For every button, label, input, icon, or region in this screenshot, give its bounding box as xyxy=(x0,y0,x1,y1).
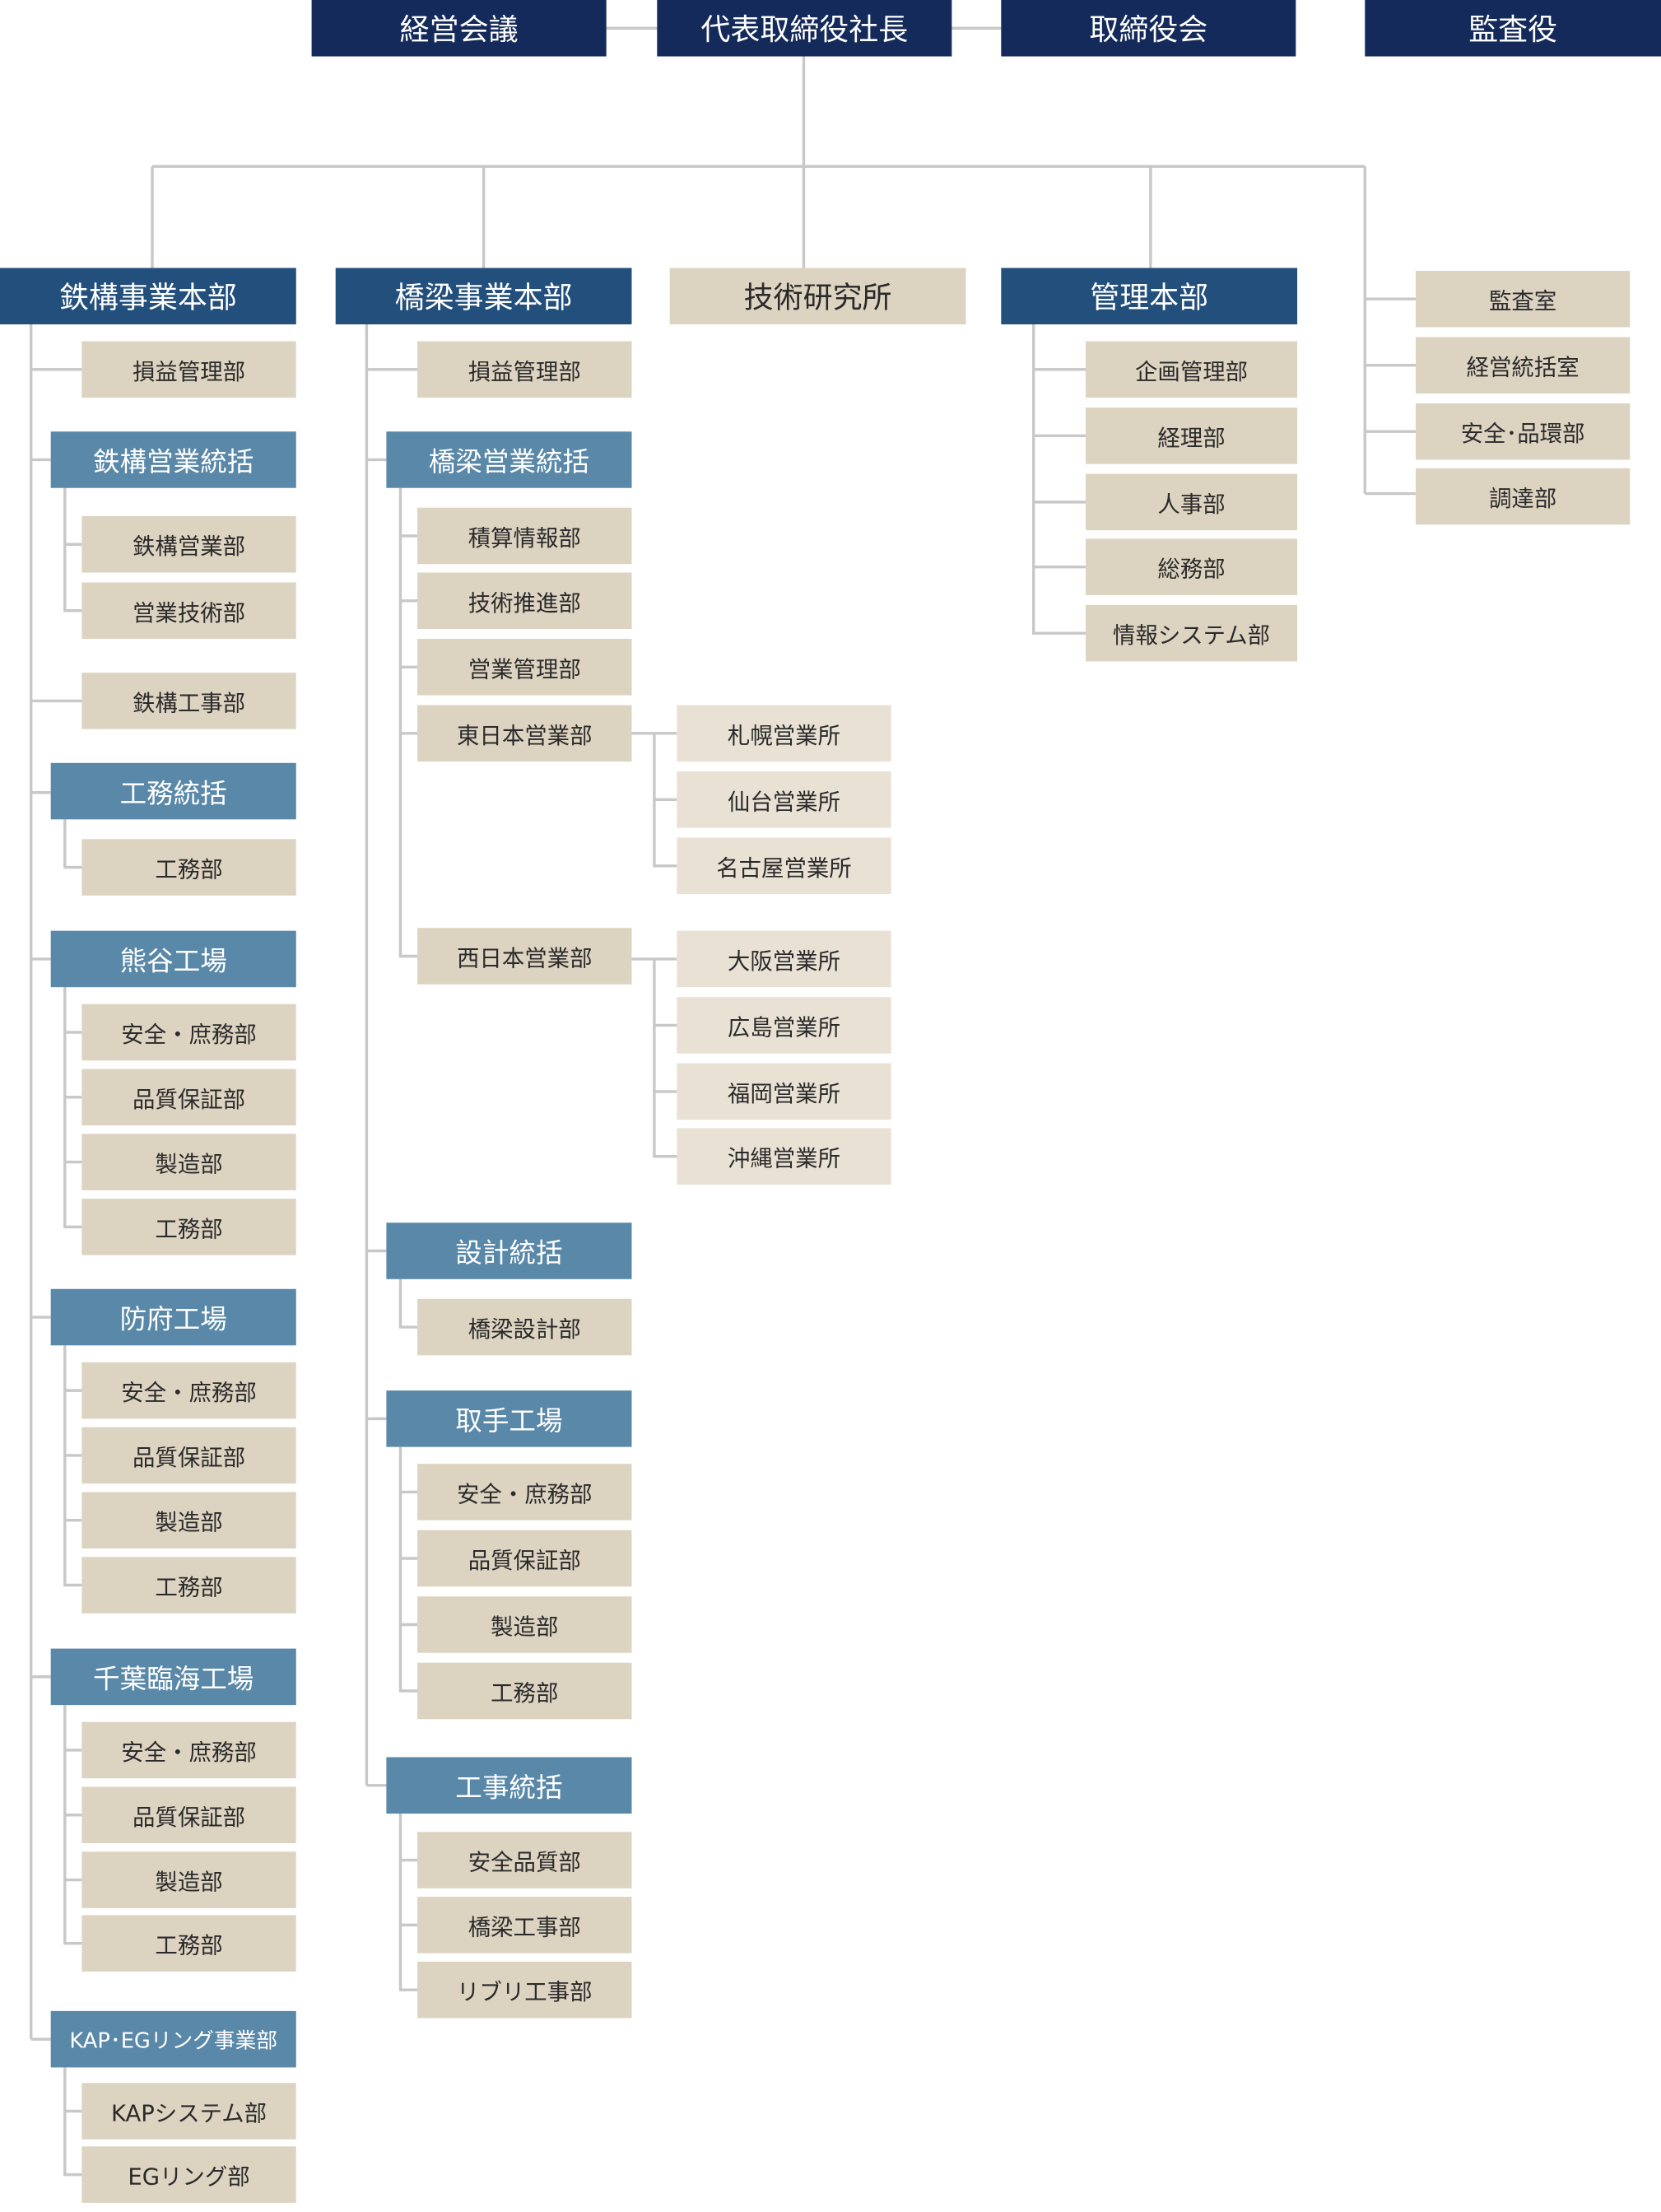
steel-works-group: 工務統括 xyxy=(50,762,296,820)
hr-dept: 人事部 xyxy=(1086,473,1298,531)
auditor-box: 監査役 xyxy=(1365,0,1661,57)
bridge-profit-dept: 損益管理部 xyxy=(417,341,632,398)
hofu-manufacturing-dept: 製造部 xyxy=(81,1492,296,1548)
steel-profit-dept: 損益管理部 xyxy=(81,341,296,398)
sapporo-office: 札幌営業所 xyxy=(677,705,891,762)
hofu-safety-dept: 安全・庶務部 xyxy=(81,1362,296,1419)
admin-division-head: 管理本部 xyxy=(1001,268,1298,325)
chiba-manufacturing-dept: 製造部 xyxy=(81,1851,296,1908)
chiba-safety-dept: 安全・庶務部 xyxy=(81,1721,296,1779)
nagoya-office: 名古屋営業所 xyxy=(677,837,891,895)
sales-management-dept: 営業管理部 xyxy=(417,639,632,696)
sales-engineering-dept: 営業技術部 xyxy=(81,582,296,640)
estimation-info-dept: 積算情報部 xyxy=(417,507,632,565)
steel-works-dept: 工務部 xyxy=(81,839,296,896)
management-control-office: 経営統括室 xyxy=(1415,337,1631,394)
steel-construction-dept: 鉄構工事部 xyxy=(81,673,296,729)
kumagaya-works-dept: 工務部 xyxy=(81,1199,296,1255)
repair-construction-dept: リブリ工事部 xyxy=(417,1961,632,2019)
toride-quality-dept: 品質保証部 xyxy=(417,1530,632,1587)
kumagaya-quality-dept: 品質保証部 xyxy=(81,1069,296,1126)
chiba-factory: 千葉臨海工場 xyxy=(50,1648,296,1706)
west-japan-sales-dept: 西日本営業部 xyxy=(417,928,632,985)
bridge-construction-dept: 橋梁工事部 xyxy=(417,1897,632,1954)
safety-quality-env-dept: 安全･品環部 xyxy=(1415,403,1631,460)
hofu-quality-dept: 品質保証部 xyxy=(81,1427,296,1484)
chiba-works-dept: 工務部 xyxy=(81,1915,296,1972)
bridge-design-dept: 橋梁設計部 xyxy=(417,1298,632,1356)
toride-safety-dept: 安全・庶務部 xyxy=(417,1464,632,1520)
east-japan-sales-dept: 東日本営業部 xyxy=(417,705,632,762)
toride-manufacturing-dept: 製造部 xyxy=(417,1596,632,1653)
president-box: 代表取締役社長 xyxy=(657,0,952,57)
hofu-factory: 防府工場 xyxy=(50,1288,296,1346)
kap-system-dept: KAPシステム部 xyxy=(81,2083,296,2140)
construction-group: 工事統括 xyxy=(386,1757,632,1814)
kumagaya-manufacturing-dept: 製造部 xyxy=(81,1134,296,1190)
fukuoka-office: 福岡営業所 xyxy=(677,1063,891,1120)
toride-factory: 取手工場 xyxy=(386,1390,632,1447)
board-box: 取締役会 xyxy=(1001,0,1296,57)
kap-eg-ring-division: KAP･EGリング事業部 xyxy=(50,2010,296,2068)
kumagaya-safety-dept: 安全・庶務部 xyxy=(81,1004,296,1061)
management-meeting-box: 経営会議 xyxy=(311,0,607,57)
tech-promotion-dept: 技術推進部 xyxy=(417,572,632,630)
design-group: 設計統括 xyxy=(386,1222,632,1279)
steel-sales-group: 鉄構営業統括 xyxy=(50,431,296,488)
bridge-division-head: 橋梁事業本部 xyxy=(335,268,632,325)
accounting-dept: 経理部 xyxy=(1086,407,1298,464)
procurement-dept: 調達部 xyxy=(1415,468,1631,525)
research-lab-head: 技術研究所 xyxy=(669,268,966,325)
kumagaya-factory: 熊谷工場 xyxy=(50,930,296,988)
audit-office: 監査室 xyxy=(1415,270,1631,328)
sendai-office: 仙台営業所 xyxy=(677,771,891,828)
okinawa-office: 沖縄営業所 xyxy=(677,1128,891,1185)
general-affairs-dept: 総務部 xyxy=(1086,538,1298,595)
steel-division-head: 鉄構事業本部 xyxy=(0,268,296,325)
hofu-works-dept: 工務部 xyxy=(81,1557,296,1614)
planning-management-dept: 企画管理部 xyxy=(1086,341,1298,398)
osaka-office: 大阪営業所 xyxy=(677,930,891,988)
info-systems-dept: 情報システム部 xyxy=(1086,604,1298,662)
eg-ring-dept: EGリング部 xyxy=(81,2146,296,2203)
chiba-quality-dept: 品質保証部 xyxy=(81,1786,296,1844)
steel-sales-dept: 鉄構営業部 xyxy=(81,515,296,573)
safety-quality-dept: 安全品質部 xyxy=(417,1832,632,1888)
toride-works-dept: 工務部 xyxy=(417,1662,632,1720)
bridge-sales-group: 橋梁営業統括 xyxy=(386,431,632,488)
hiroshima-office: 広島営業所 xyxy=(677,997,891,1054)
